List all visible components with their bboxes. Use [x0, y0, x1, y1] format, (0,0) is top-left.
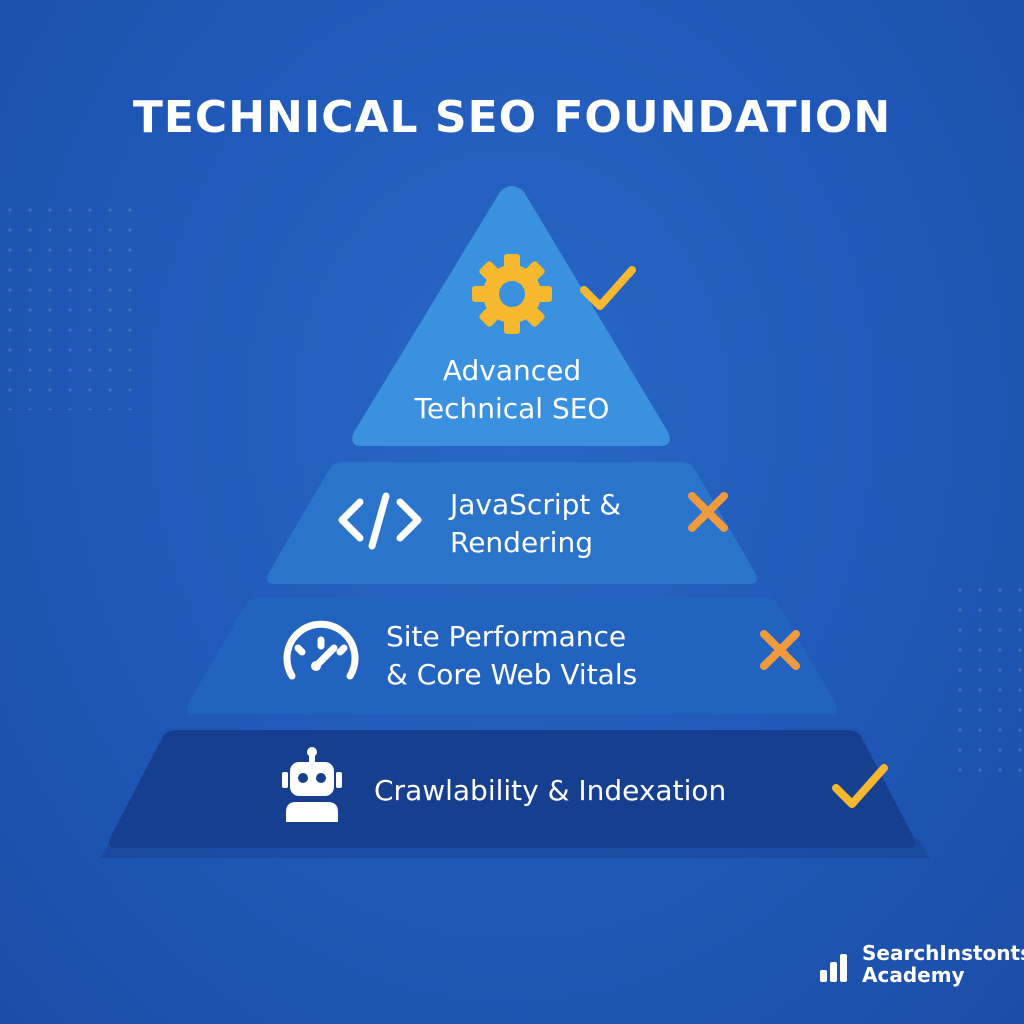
robot-eye-right [316, 773, 326, 783]
dot-pattern-left [0, 200, 140, 410]
tier-performance-label: Site Performance & Core Web Vitals [386, 618, 706, 694]
tier-performance-line1: Site Performance [386, 620, 627, 653]
gear-icon [472, 254, 552, 334]
bar-chart-logo-icon [820, 954, 847, 982]
tier-javascript-shape [267, 462, 757, 584]
check-icon-advanced [580, 266, 636, 310]
page-title: TECHNICAL SEO FOUNDATION [132, 92, 892, 143]
tier-performance-line2: & Core Web Vitals [386, 658, 638, 691]
tier-javascript-line2: Rendering [450, 526, 593, 559]
tier-javascript-label: JavaScript & Rendering [450, 486, 670, 562]
code-icon [338, 492, 422, 550]
check-icon-crawlability [832, 764, 888, 808]
robot-eye-left [298, 773, 308, 783]
tier-crawlability-line1: Crawlability & Indexation [374, 774, 727, 807]
dot-pattern-right [950, 580, 1024, 780]
tier-crawlability-label: Crawlability & Indexation [374, 772, 794, 810]
tier-advanced-label: Advanced Technical SEO [390, 352, 634, 428]
cross-icon-javascript [688, 492, 728, 532]
brand-logo: SearchInstonts Academy [820, 942, 1024, 992]
tier-advanced-line1: Advanced [442, 354, 582, 387]
tier-advanced-line2: Technical SEO [414, 392, 610, 425]
brand-logo-line1: SearchInstonts [862, 941, 1024, 965]
tier-javascript-line1: JavaScript & [450, 488, 622, 521]
tier-performance-shape [187, 598, 837, 714]
robot-icon [282, 747, 342, 822]
brand-logo-text: SearchInstonts Academy [862, 942, 1024, 986]
speedometer-hub [311, 661, 321, 671]
brand-logo-line2: Academy [862, 963, 965, 987]
cross-icon-performance [760, 630, 800, 670]
